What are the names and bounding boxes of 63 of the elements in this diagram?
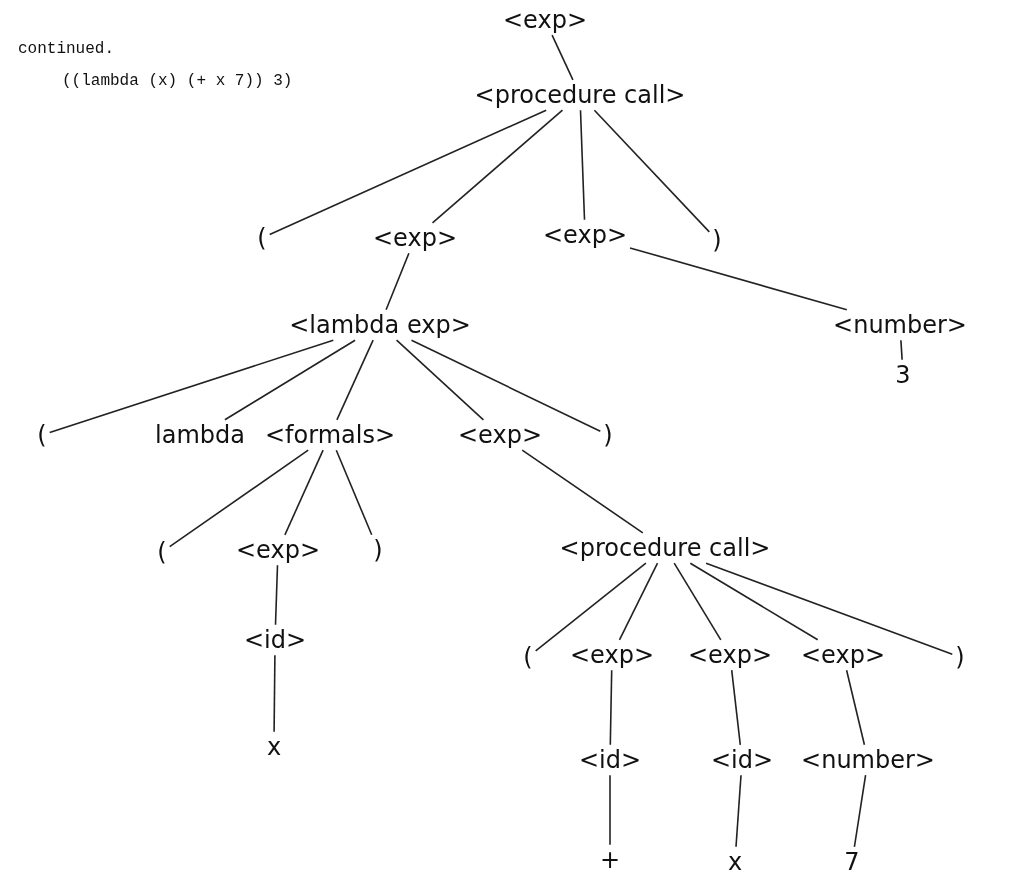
grammar-symbol: (	[520, 641, 536, 673]
grammar-symbol: <formals>	[261, 419, 399, 451]
grammar-symbol: <exp>	[233, 534, 323, 566]
grammar-symbol: <exp>	[370, 222, 460, 254]
grammar-symbol: <exp>	[455, 419, 545, 451]
tree-branch-line	[395, 339, 485, 421]
tree-branch-line	[168, 449, 309, 548]
tree-branch-line	[521, 449, 644, 534]
tree-branch-line	[629, 247, 848, 311]
tree-branch-line	[224, 339, 356, 421]
tree-branch-line	[853, 774, 867, 848]
tree-branch-line	[534, 562, 647, 652]
tree-branch-line	[431, 109, 564, 224]
grammar-symbol: <number>	[798, 744, 938, 776]
note-text: continued.	[18, 40, 114, 58]
tree-branch-line	[410, 339, 602, 433]
grammar-symbol: (	[34, 419, 50, 451]
grammar-symbol: )	[952, 641, 968, 673]
tree-branch-line	[730, 669, 742, 746]
tree-branch-line	[385, 252, 410, 311]
tree-branch-line	[48, 339, 335, 434]
grammar-symbol: <exp>	[798, 639, 888, 671]
grammar-symbol: <exp>	[540, 219, 630, 251]
grammar-symbol: <procedure call>	[471, 79, 689, 111]
tree-branch-line	[551, 34, 574, 81]
expression-text: ((lambda (x) (+ x 7)) 3)	[62, 72, 293, 90]
tree-branch-line	[705, 562, 954, 655]
grammar-symbol: <exp>	[685, 639, 775, 671]
tree-branch-line	[900, 339, 903, 361]
tree-branch-line	[689, 562, 819, 641]
tree-branch-line	[673, 562, 722, 641]
grammar-symbol: (	[154, 536, 170, 568]
grammar-symbol: )	[370, 534, 386, 566]
grammar-symbol: 7	[841, 846, 863, 878]
tree-branch-line	[336, 339, 374, 421]
tree-branch-line	[609, 669, 613, 746]
grammar-symbol: <id>	[240, 624, 310, 656]
grammar-symbol: <lambda exp>	[286, 309, 474, 341]
tree-branch-line	[268, 109, 547, 236]
grammar-symbol: (	[254, 222, 270, 254]
tree-branch-line	[609, 774, 611, 846]
grammar-symbol: <id>	[707, 744, 777, 776]
grammar-symbol: x	[263, 731, 285, 763]
tree-branch-line	[273, 654, 276, 733]
tree-branch-line	[335, 449, 373, 536]
grammar-symbol: <procedure call>	[556, 532, 774, 564]
tree-branch-line	[274, 564, 279, 626]
tree-branch-line	[735, 774, 742, 848]
grammar-symbol: <exp>	[500, 4, 590, 36]
grammar-symbol: lambda	[152, 419, 248, 451]
grammar-symbol: )	[709, 224, 725, 256]
tree-branch-line	[593, 109, 711, 233]
grammar-symbol: <exp>	[567, 639, 657, 671]
grammar-symbol: 3	[892, 359, 914, 391]
tree-branch-line	[845, 669, 866, 746]
grammar-symbol: )	[600, 419, 616, 451]
grammar-symbol: x	[724, 846, 746, 878]
tree-branch-line	[579, 109, 586, 221]
tree-branch-line	[618, 562, 659, 641]
grammar-symbol: <number>	[830, 309, 970, 341]
grammar-symbol: +	[596, 844, 624, 876]
grammar-symbol: <id>	[575, 744, 645, 776]
tree-branch-line	[284, 449, 324, 536]
